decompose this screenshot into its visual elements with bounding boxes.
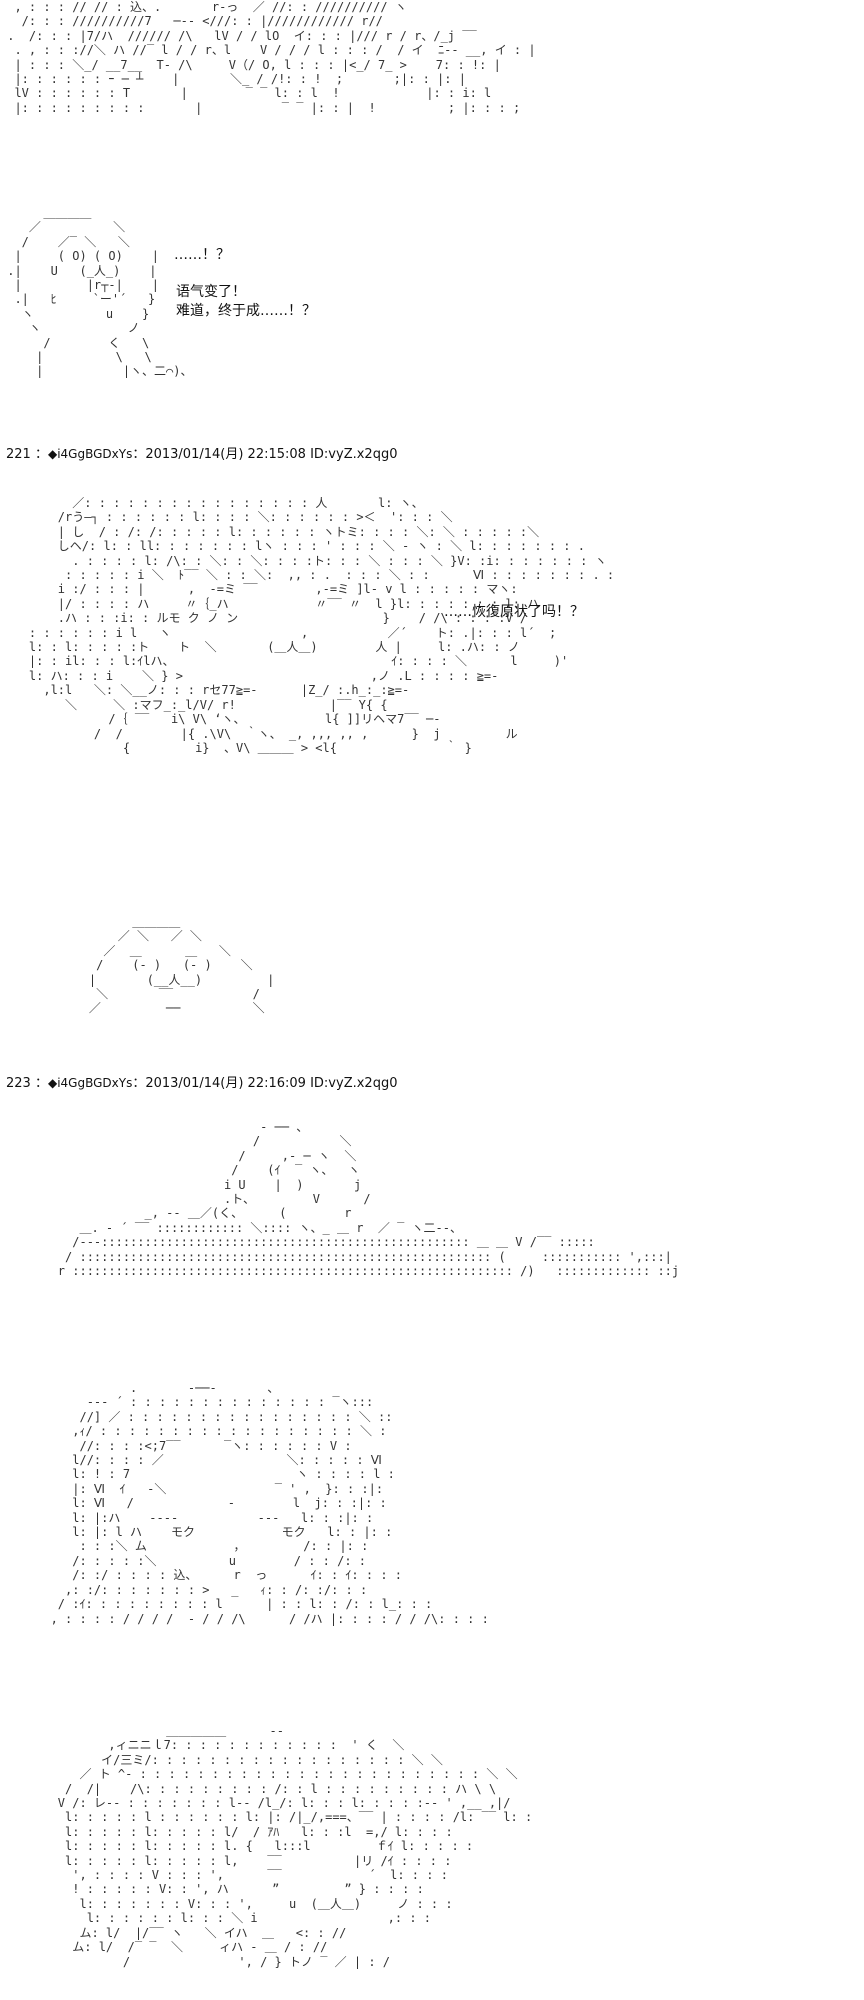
post-header-223: 223 ：◆i4GgBGDxYs：2013/01/14(月) 22:16:09 … — [6, 1072, 397, 1091]
post-id: ID:vyZ.x2qg0 — [310, 1076, 398, 1091]
dialog-line-2: 语气变了！ — [176, 284, 246, 300]
dialog-line-4: ……恢復原状了吗！？ — [444, 604, 584, 620]
ascii-art-top: , : : : // // : 込、. r‐っ ／ //: : ////////… — [7, 0, 536, 115]
ascii-art-lying-character: - ── 、 / ＼ / ,- ─ ヽ ＼ / (ｲ ‾ ヽ、 ヽ i U | … — [57, 1120, 680, 1279]
post-separator: ： — [34, 1076, 48, 1091]
post-number: 223 — [6, 1076, 31, 1091]
ascii-art-character-smiling: ＿＿＿＿＿ ‐‐ ,ィニニｌ7: : : : : : : : : : : : '… — [57, 1724, 533, 1969]
ascii-art-character-closed-eyes: . -──‐ 、 ‐‐‐ ´ : : : : : : : : : : : : :… — [50, 1381, 489, 1626]
dialog-line-1: ……！？ — [174, 247, 230, 263]
dialog-line-3: 难道，终于成……！？ — [176, 303, 316, 319]
post-separator: ： — [34, 447, 48, 462]
post-trip: ◆i4GgBGDxYs — [47, 1076, 133, 1090]
post-number: 221 — [6, 447, 31, 462]
post-header-221: 221 ：◆i4GgBGDxYs：2013/01/14(月) 22:15:08 … — [6, 443, 397, 462]
ascii-art-character-large: ／: : : : : : : : : : : : : : : : 人 l: ヽ、… — [28, 496, 615, 755]
post-datetime: ：2013/01/14(月) 22:15:08 — [132, 447, 306, 462]
ascii-art-surprised-face: ＿＿＿＿ ／ ＼ / ／‾ ＼ ＼ | ( O) ( O) | .| U (_人… — [7, 206, 193, 379]
post-id: ID:vyZ.x2qg0 — [310, 447, 398, 462]
ascii-art-small-face: ＿＿＿＿ ／ ＼ ／ ＼ ／ ＿ ＿ ＼ / (‐ ) (‐ ) ＼ | (__… — [88, 915, 275, 1016]
post-datetime: ：2013/01/14(月) 22:16:09 — [132, 1076, 306, 1091]
post-trip: ◆i4GgBGDxYs — [47, 447, 133, 461]
